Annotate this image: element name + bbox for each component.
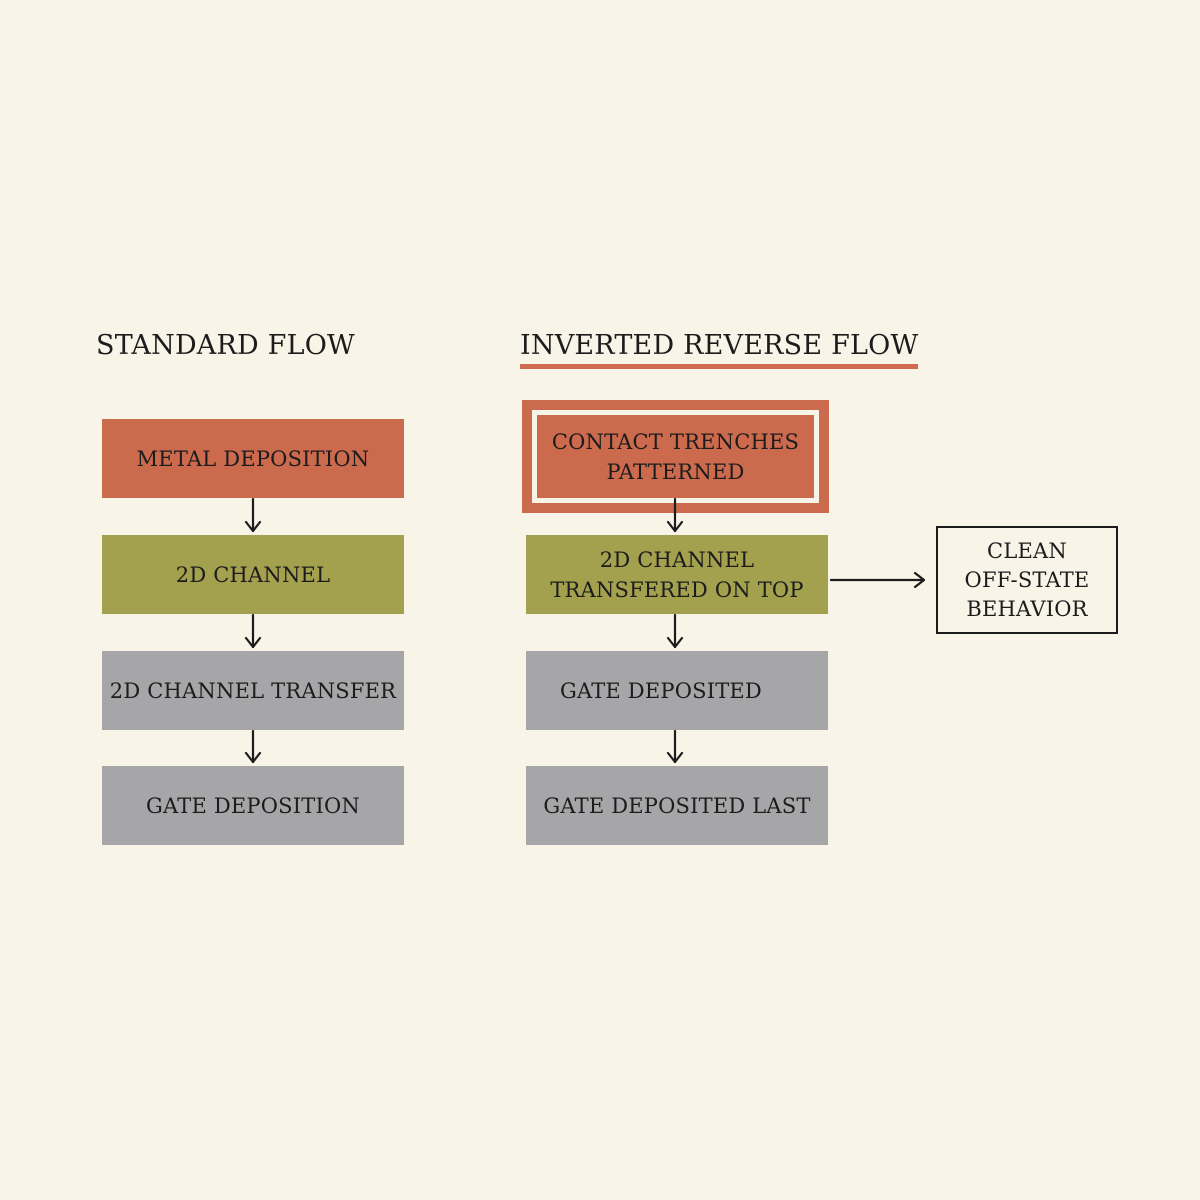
outcome-line2: OFF-STATE [964, 567, 1090, 592]
step-label: METAL DEPOSITION [136, 446, 370, 471]
arrow-down-icon [244, 497, 262, 533]
inverted-flow-title: INVERTED REVERSE FLOW [520, 330, 919, 369]
inverted-step-2d-channel-transfered: 2D CHANNEL TRANSFERED ON TOP [526, 535, 828, 614]
standard-step-2d-channel: 2D CHANNEL [102, 535, 404, 614]
standard-step-2d-channel-transfer: 2D CHANNEL TRANSFER [102, 651, 404, 730]
standard-step-gate-deposition: GATE DEPOSITION [102, 766, 404, 845]
step-label: GATE DEPOSITED [560, 678, 762, 703]
inverted-step-gate-deposited-last: GATE DEPOSITED LAST [526, 766, 828, 845]
arrow-down-icon [244, 613, 262, 649]
standard-step-metal-deposition: METAL DEPOSITION [102, 419, 404, 498]
step-label: 2D CHANNEL [175, 562, 331, 587]
highlight-ring: CONTACT TRENCHES PATTERNED [532, 410, 819, 503]
arrow-down-icon [244, 729, 262, 764]
arrow-down-icon [666, 729, 684, 764]
step-label: GATE DEPOSITION [146, 793, 360, 818]
standard-flow-title: STANDARD FLOW [96, 330, 356, 361]
inverted-step-contact-trenches: CONTACT TRENCHES PATTERNED [522, 400, 829, 513]
outcome-line1: CLEAN [987, 538, 1067, 563]
arrow-down-icon [666, 613, 684, 649]
outcome-box: CLEAN OFF-STATE BEHAVIOR [936, 526, 1118, 634]
step-label-line1: 2D CHANNEL [599, 547, 755, 572]
outcome-line3: BEHAVIOR [966, 596, 1088, 621]
arrow-right-icon [829, 571, 926, 589]
step-label-line2: PATTERNED [606, 459, 745, 484]
step-label: 2D CHANNEL TRANSFER [109, 678, 397, 703]
step-label: GATE DEPOSITED LAST [543, 793, 811, 818]
inverted-step-contact-trenches-inner: CONTACT TRENCHES PATTERNED [543, 421, 808, 492]
inverted-step-gate-deposited: GATE DEPOSITED [526, 651, 828, 730]
step-label-line2: TRANSFERED ON TOP [550, 577, 804, 602]
step-label-line1: CONTACT TRENCHES [551, 429, 800, 454]
